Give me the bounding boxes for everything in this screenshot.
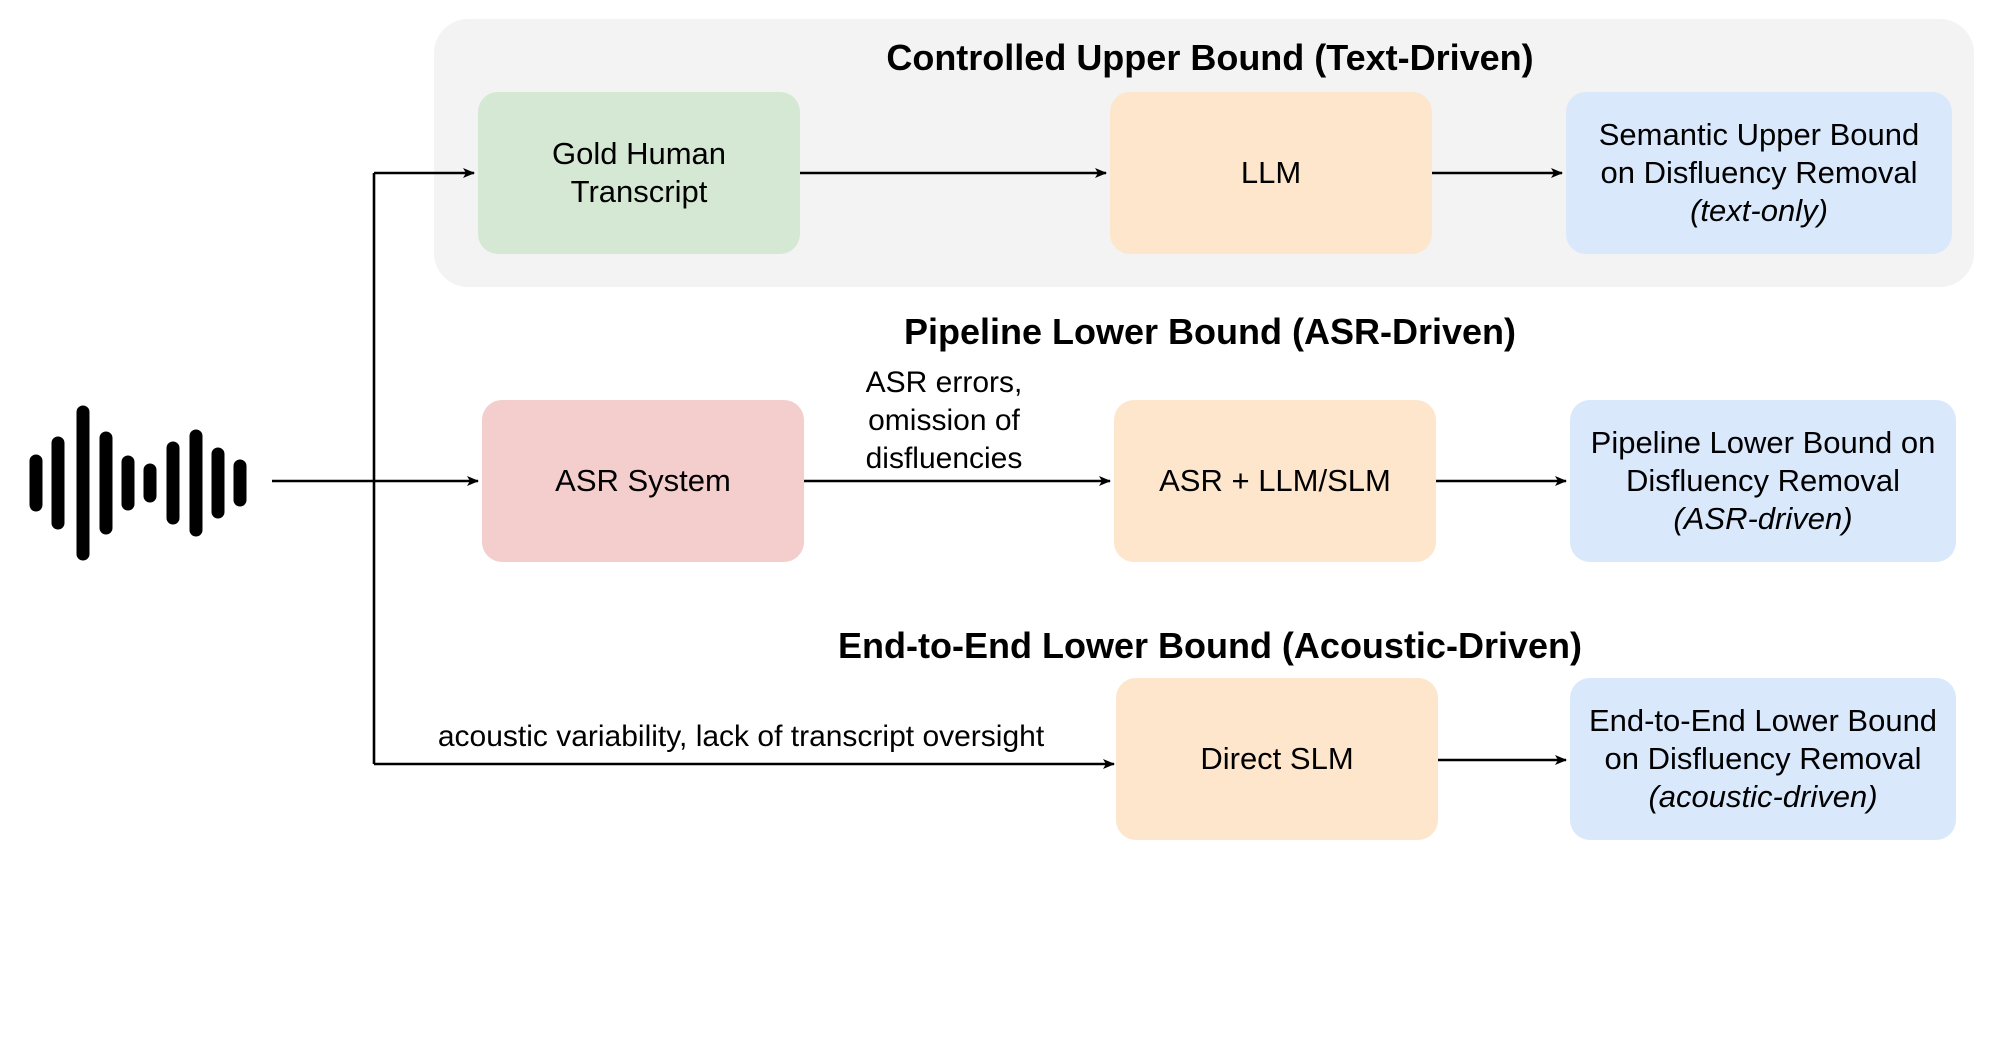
- pipeline-output-line-1: Pipeline Lower Bound on: [1590, 425, 1936, 460]
- asr-errors-line-3: disfluencies: [865, 442, 1023, 475]
- asr-errors-line-1: ASR errors,: [865, 366, 1023, 399]
- pipeline-bound-title: Pipeline Lower Bound (ASR-Driven): [903, 311, 1517, 352]
- pipeline-lower-bound-box: Pipeline Lower Bound on Disfluency Remov…: [1570, 400, 1956, 562]
- llm-box: LLM: [1110, 92, 1432, 254]
- asr-llm-slm-label: ASR + LLM/SLM: [1159, 463, 1391, 498]
- e2e-bound-title: End-to-End Lower Bound (Acoustic-Driven): [838, 625, 1582, 666]
- pipeline-output-note: (ASR-driven): [1673, 501, 1853, 536]
- asr-system-label: ASR System: [555, 463, 731, 498]
- direct-slm-box: Direct SLM: [1116, 678, 1438, 840]
- e2e-output-line-2: on Disfluency Removal: [1604, 741, 1922, 776]
- asr-system-box: ASR System: [482, 400, 804, 562]
- gold-human-transcript-box: Gold Human Transcript: [478, 92, 800, 254]
- llm-box-label: LLM: [1240, 155, 1302, 190]
- acoustic-variability-label: acoustic variability, lack of transcript…: [437, 720, 1045, 753]
- audio-waveform-icon: [29, 405, 247, 561]
- e2e-output-note: (acoustic-driven): [1648, 779, 1878, 814]
- gold-box-line-2: Transcript: [570, 174, 708, 209]
- direct-slm-label: Direct SLM: [1200, 741, 1354, 776]
- pipeline-output-line-2: Disfluency Removal: [1626, 463, 1900, 498]
- upper-output-line-2: on Disfluency Removal: [1600, 155, 1918, 190]
- asr-errors-label: ASR errors, omission of disfluencies: [818, 364, 1070, 478]
- upper-output-note: (text-only): [1690, 193, 1828, 228]
- e2e-lower-bound-box: End-to-End Lower Bound on Disfluency Rem…: [1570, 678, 1956, 840]
- gold-box-line-1: Gold Human: [551, 136, 727, 171]
- semantic-upper-bound-box: Semantic Upper Bound on Disfluency Remov…: [1566, 92, 1952, 254]
- asr-errors-line-2: omission of: [868, 404, 1020, 437]
- upper-output-line-1: Semantic Upper Bound: [1598, 117, 1920, 152]
- e2e-output-line-1: End-to-End Lower Bound: [1588, 703, 1938, 738]
- upper-bound-title: Controlled Upper Bound (Text-Driven): [886, 37, 1534, 78]
- asr-llm-slm-box: ASR + LLM/SLM: [1114, 400, 1436, 562]
